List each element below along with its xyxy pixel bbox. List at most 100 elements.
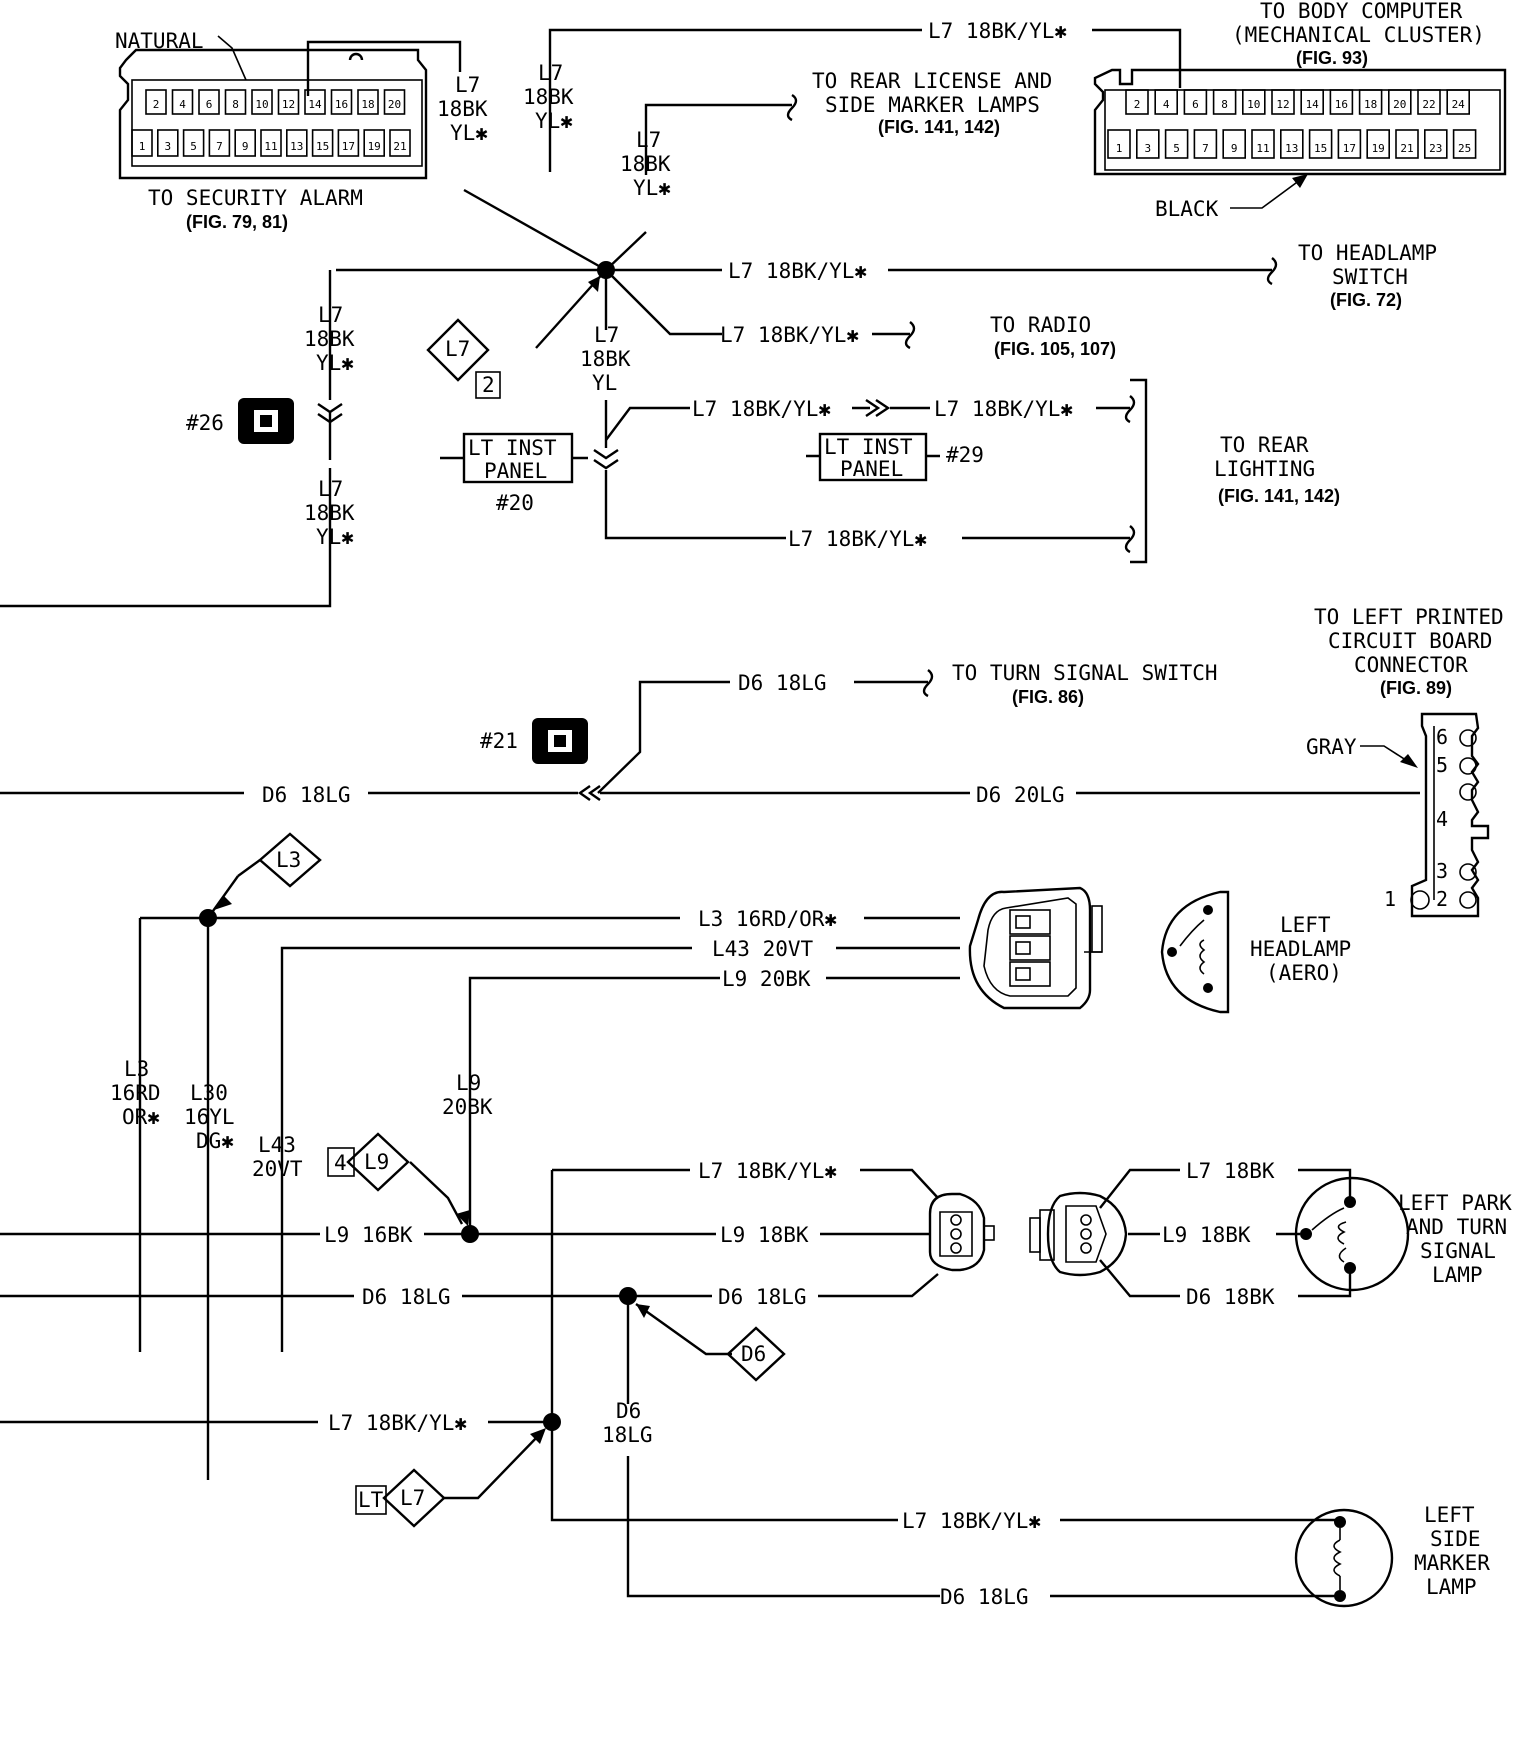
svg-text:4: 4 <box>1436 807 1448 831</box>
l7-diamond-2: L7 2 <box>426 318 501 399</box>
svg-text:L3: L3 <box>124 1057 149 1081</box>
svg-text:LT INST: LT INST <box>468 436 557 460</box>
body-computer-pin-4 <box>1154 89 1178 115</box>
svg-text:YL✱: YL✱ <box>316 525 354 549</box>
l9-18bk-a-label: L9 18BK <box>720 1223 809 1247</box>
svg-text:L7: L7 <box>318 477 343 501</box>
side-marker-lamp-icon <box>1294 1508 1394 1608</box>
svg-text:AND TURN: AND TURN <box>1406 1215 1507 1239</box>
d6-left-label: D6 18LG <box>262 783 351 807</box>
body-computer-pin-label: 19 <box>1372 142 1385 155</box>
body-computer-pin-label: 4 <box>1163 98 1170 111</box>
svg-text:16RD: 16RD <box>110 1081 161 1105</box>
svg-text:3: 3 <box>1436 859 1448 883</box>
left-pcb-connector: TO LEFT PRINTED CIRCUIT BOARD CONNECTOR … <box>1306 605 1504 918</box>
security-alarm-pin-3 <box>157 129 179 157</box>
body-computer-pin-11 <box>1251 129 1275 159</box>
body-computer-pin-7 <box>1193 129 1218 159</box>
body-computer-pin-label: 12 <box>1276 98 1289 111</box>
turn-signal-line1: TO TURN SIGNAL SWITCH <box>952 661 1218 685</box>
rear-lighting-line2: LIGHTING <box>1214 457 1315 481</box>
svg-text:#29: #29 <box>946 443 984 467</box>
security-alarm-pin-label: 15 <box>316 140 329 153</box>
body-computer-pin-label: 14 <box>1306 98 1320 111</box>
l7-rear-a-label: L7 18BK/YL✱ <box>692 397 831 421</box>
security-alarm-pin-label: 7 <box>216 140 223 153</box>
l7-lower-right-label: L7 18BK/YL✱ <box>698 1159 837 1183</box>
security-alarm-pin-10 <box>251 89 273 115</box>
park-turn-lamp-label: LEFT PARK AND TURN SIGNAL LAMP <box>1398 1191 1512 1287</box>
rear-lighting-line1: TO REAR <box>1220 433 1309 457</box>
body-computer-pin-label: 11 <box>1256 142 1269 155</box>
body-computer-pin-label: 21 <box>1400 142 1413 155</box>
body-computer-pin-label: 7 <box>1202 142 1209 155</box>
security-alarm-pin-8 <box>224 89 247 115</box>
body-computer-pin-3 <box>1136 129 1160 159</box>
security-alarm-pin-19 <box>363 129 386 157</box>
security-alarm-pin-6 <box>198 89 220 115</box>
l9-20bk-label: L9 20BK <box>722 967 811 991</box>
svg-text:20BK: 20BK <box>442 1095 493 1119</box>
svg-text:TO LEFT PRINTED: TO LEFT PRINTED <box>1314 605 1504 629</box>
body-computer-pin-label: 24 <box>1452 98 1466 111</box>
security-alarm-pin-label: 13 <box>290 140 303 153</box>
turn-signal-fig: (FIG. 86) <box>1012 687 1084 707</box>
svg-text:LT: LT <box>358 1488 384 1512</box>
security-alarm-pin-label: 10 <box>255 98 268 111</box>
body-computer-pin-label: 17 <box>1343 142 1356 155</box>
body-computer-pin-21 <box>1395 129 1419 159</box>
svg-text:YL✱: YL✱ <box>450 121 488 145</box>
svg-text:DG✱: DG✱ <box>196 1129 234 1153</box>
body-computer-pin-1 <box>1107 129 1131 159</box>
body-computer-pin-label: 16 <box>1335 98 1348 111</box>
svg-text:LEFT PARK: LEFT PARK <box>1398 1191 1512 1215</box>
l9-18bk-b-label: L9 18BK <box>1162 1223 1251 1247</box>
rear-license-fig: (FIG. 141, 142) <box>878 117 1000 137</box>
security-alarm-pin-label: 17 <box>342 140 355 153</box>
svg-text:L7: L7 <box>636 128 661 152</box>
d6-lower-right-label: D6 18LG <box>718 1285 807 1309</box>
security-alarm-color-label: NATURAL <box>115 29 204 53</box>
lt-l7-tag: LT L7 <box>355 1468 446 1528</box>
lt-inst-panel-29: LT INST PANEL #29 <box>806 432 984 482</box>
body-computer-pin-19 <box>1366 129 1390 159</box>
body-computer-pin-label: 8 <box>1221 98 1228 111</box>
body-computer-pin-15 <box>1308 129 1333 159</box>
l7-18bk-label: L7 18BK <box>1186 1159 1275 1183</box>
security-alarm-pin-7 <box>208 129 231 157</box>
body-computer-pin-20 <box>1388 89 1412 115</box>
lt-inst-panel-20: LT INST PANEL #20 <box>440 432 588 515</box>
l7-rear-b-label: L7 18BK/YL✱ <box>934 397 1073 421</box>
body-computer-pin-label: 23 <box>1429 142 1442 155</box>
left-headlamp-label: LEFT HEADLAMP (AERO) <box>1250 913 1351 985</box>
body-computer-pin-16 <box>1329 89 1354 115</box>
l7-bc-wire-label: L7 18BK/YL✱ <box>928 19 1067 43</box>
body-computer-pin-8 <box>1212 89 1237 115</box>
svg-text:SIDE: SIDE <box>1430 1527 1481 1551</box>
svg-text:YL✱: YL✱ <box>316 351 354 375</box>
park-turn-connector-plug <box>928 1192 995 1272</box>
l7-left-label-1: L7 18BK YL✱ <box>304 303 355 375</box>
security-alarm-pin-label: 8 <box>232 98 239 111</box>
security-alarm-pin-12 <box>277 89 300 115</box>
splice-26: #26 <box>186 398 294 444</box>
body-computer-pin-label: 3 <box>1144 142 1151 155</box>
l7-label-bc: L7 18BK YL✱ <box>523 61 574 133</box>
l7-headlamp-wire-label: L7 18BK/YL✱ <box>728 259 867 283</box>
svg-text:LEFT: LEFT <box>1280 913 1331 937</box>
left-headlamp-icon <box>1160 890 1230 1014</box>
svg-text:18BK: 18BK <box>437 97 488 121</box>
l3-diamond: L3 <box>258 832 322 888</box>
body-computer-pin-label: 15 <box>1314 142 1327 155</box>
svg-text:YL✱: YL✱ <box>535 109 573 133</box>
park-turn-lamp-icon <box>1294 1176 1410 1292</box>
svg-text:D6: D6 <box>741 1342 766 1366</box>
security-alarm-pin-label: 2 <box>153 98 160 111</box>
body-computer-pin-23 <box>1424 129 1448 159</box>
l3-vertical-label: L3 16RD OR✱ <box>110 1057 161 1129</box>
body-computer-pin-2 <box>1125 89 1149 115</box>
